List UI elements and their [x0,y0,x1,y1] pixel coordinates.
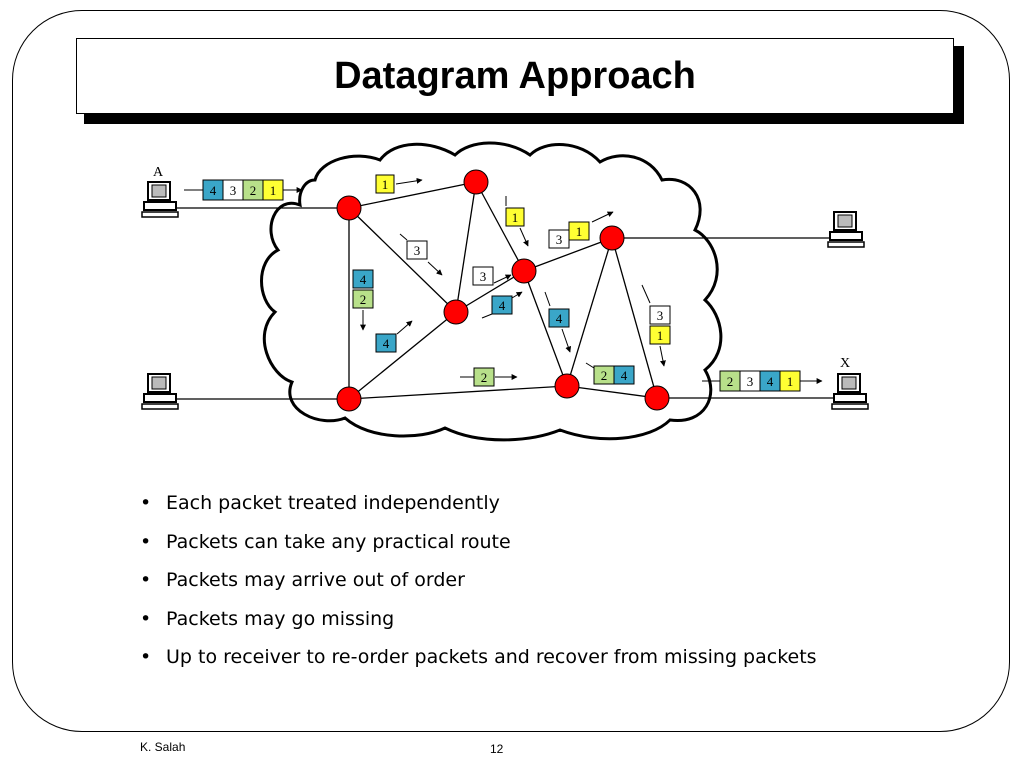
packet-label: 1 [512,210,519,225]
packet-label: 4 [556,311,563,326]
in-flight-packets: 1 1 3 1 3 4 2 3 4 4 [352,174,671,387]
packet-label: 2 [481,370,488,385]
router-node [644,385,670,411]
router-node [599,225,625,251]
page-number: 12 [490,742,504,756]
packet-label: 3 [414,243,421,258]
computer-a-icon [141,181,179,218]
router-node [336,195,362,221]
destination-packet-queue: 2 3 4 1 [702,370,823,392]
computer-icon [827,211,865,248]
packet-label: 4 [621,368,628,383]
queue-packet-label: 1 [270,183,277,198]
bullet-dot-icon: • [140,646,152,668]
host-label-x: X [840,356,850,371]
bullet-text: Packets may go missing [166,607,395,630]
footer-author: K. Salah [140,740,186,754]
router-node [443,299,469,325]
bullet-dot-icon: • [140,492,152,514]
packet-label: 1 [657,328,664,343]
bullet-item: • Each packet treated independently [140,492,817,531]
queue-packet-label: 3 [747,374,754,389]
bullet-item: • Packets may go missing [140,608,817,647]
title-box: Datagram Approach [76,38,954,114]
bullet-text: Packets may arrive out of order [166,569,465,591]
host-label-a: A [153,165,164,180]
source-packet-queue: 4 3 2 1 [184,179,303,201]
router-node [511,258,537,284]
packet-label: 2 [360,292,367,307]
bullet-dot-icon: • [140,530,152,553]
slide-frame [12,10,1010,732]
bullet-text: Up to receiver to re-order packets and r… [166,646,817,668]
bullet-text: Each packet treated independently [166,492,500,514]
bullet-item: • Packets can take any practical route [140,531,817,570]
packet-label: 1 [382,177,389,192]
packet-label: 4 [383,336,390,351]
packet-label: 3 [556,232,563,247]
packet-label: 2 [601,368,608,383]
network-links [170,181,835,400]
queue-packet-label: 4 [210,183,217,198]
bullet-item: • Up to receiver to re-order packets and … [140,646,817,685]
computer-icon [141,373,179,410]
queue-packet-label: 2 [250,183,257,198]
routers [336,169,670,412]
computer-x-icon [831,373,869,410]
router-node [336,386,362,412]
packet-label: 1 [576,224,583,239]
queue-packet-label: 1 [787,374,794,389]
bullet-dot-icon: • [140,569,152,591]
queue-packet-label: 2 [727,374,734,389]
bullet-dot-icon: • [140,607,152,630]
packet-label: 4 [499,298,506,313]
router-node [463,169,489,195]
bullet-text: Packets can take any practical route [166,530,511,553]
bullet-item: • Packets may arrive out of order [140,569,817,608]
bullet-list: • Each packet treated independently • Pack… [140,492,817,685]
packet-label: 3 [480,269,487,284]
packet-label: 4 [360,272,367,287]
queue-packet-label: 4 [767,374,774,389]
slide-title: Datagram Approach [334,54,696,97]
router-node [554,373,580,399]
queue-packet-label: 3 [230,183,237,198]
packet-label: 3 [657,308,664,323]
